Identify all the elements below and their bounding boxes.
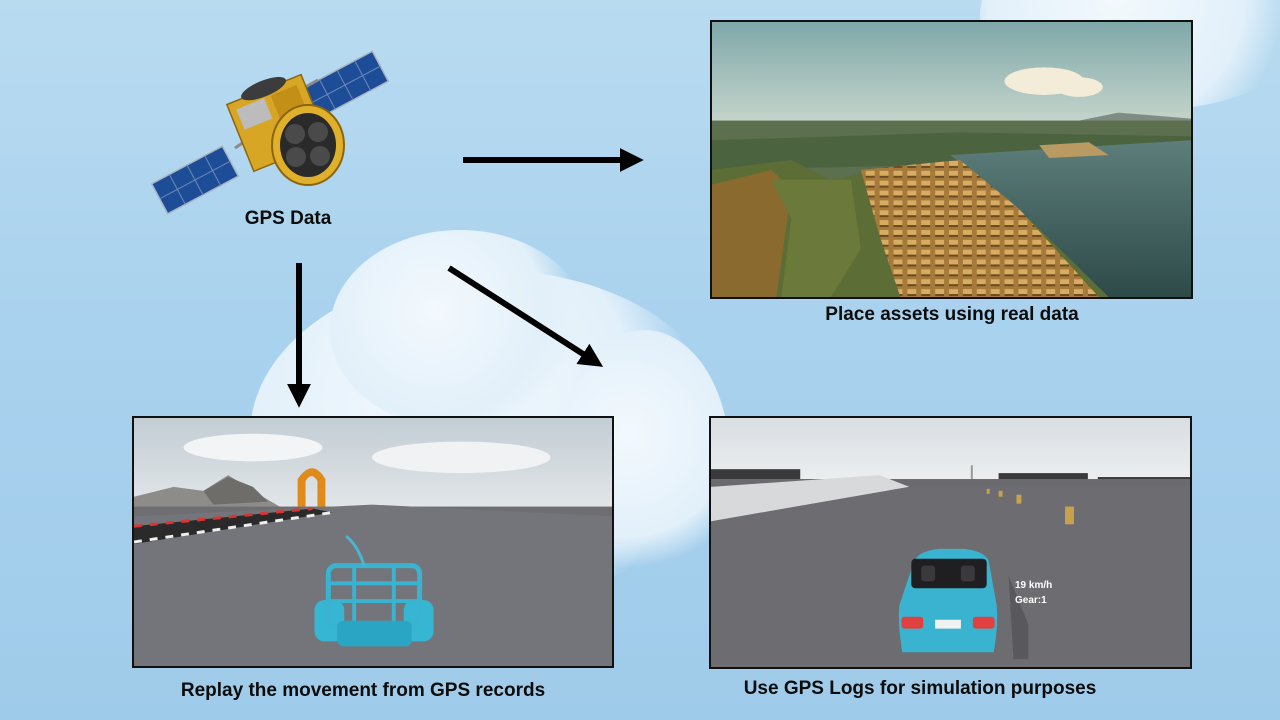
replay-movement-caption: Replay the movement from GPS records	[180, 680, 546, 701]
source-label: GPS Data	[244, 208, 332, 229]
background-cloud	[330, 230, 590, 430]
replay-movement-screenshot	[132, 416, 614, 668]
place-assets-caption: Place assets using real data	[825, 304, 1079, 325]
simulation-caption: Use GPS Logs for simulation purposes	[743, 678, 1097, 699]
satellite-icon	[150, 30, 400, 220]
place-assets-screenshot	[710, 20, 1193, 299]
gear-readout: Gear:1	[1015, 595, 1047, 606]
simulation-hud: 19 km/h Gear:1	[1015, 578, 1052, 608]
speed-readout: 19 km/h	[1015, 580, 1053, 591]
simulation-screenshot: 19 km/h Gear:1	[709, 416, 1192, 669]
